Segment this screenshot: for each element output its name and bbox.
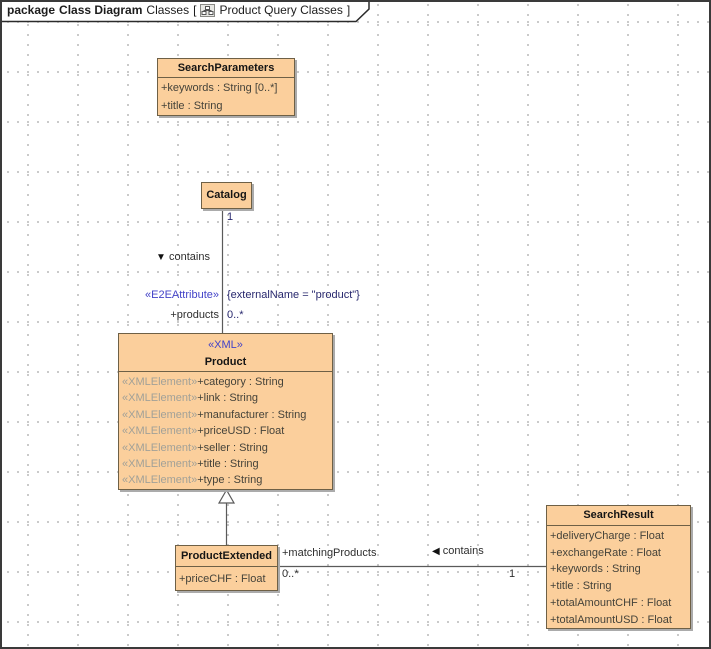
class-attribute: «XMLElement»+title : String [122,456,332,472]
class-attribute: +totalAmountCHF : Float [550,595,690,612]
attribute-compartment: +keywords : String [0..*]+title : String [158,77,294,115]
diagram-header[interactable]: package Class Diagram Classes [ Product … [7,3,350,17]
attribute-stereotype: «XMLElement» [122,425,197,437]
class-box-searchparameters[interactable]: SearchParameters +keywords : String [0..… [157,58,295,116]
package-keyword: package [7,3,55,17]
class-attribute: «XMLElement»+type : String [122,472,332,488]
class-attribute: +exchangeRate : Float [550,545,690,562]
class-name: Catalog [202,183,251,208]
association-name-contains[interactable]: ◀ contains [432,545,484,558]
reading-direction-left-icon: ◀ [432,546,440,557]
multiplicity-value: 1 [227,211,233,223]
class-diagram-icon [200,4,215,17]
attribute-text: +link : String [197,392,258,404]
class-attribute: +title : String [550,578,690,595]
association-constraint-label[interactable]: {externalName = "product"} [227,289,360,302]
attribute-compartment: +deliveryCharge : Float+exchangeRate : F… [547,525,690,628]
class-attribute: +deliveryCharge : Float [550,528,690,545]
multiplicity-value: 0..* [282,568,299,580]
attribute-stereotype: «XMLElement» [122,409,197,421]
class-attribute: «XMLElement»+priceUSD : Float [122,423,332,439]
generalization-arrowhead-icon [219,490,234,503]
role-products-label[interactable]: +products [125,309,219,322]
multiplicity-catalog-end[interactable]: 1 [227,211,233,224]
attribute-text: +title : String [197,458,258,470]
attribute-text: +seller : String [197,442,268,454]
class-attribute: +totalAmountUSD : Float [550,612,690,629]
association-name-text: contains [443,545,484,557]
bracket-close: ] [347,3,350,17]
attribute-text: +manufacturer : String [197,409,306,421]
class-name: ProductExtended [176,546,277,566]
role-matchingproducts-label[interactable]: +matchingProducts [282,547,376,560]
stereotype-text: «E2EAttribute» [145,289,219,301]
class-attribute: +title : String [161,98,294,116]
association-name-contains[interactable]: ▼ contains [156,251,210,264]
association-stereotype-label[interactable]: «E2EAttribute» [125,289,219,302]
attribute-stereotype: «XMLElement» [122,392,197,404]
diagram-name-label: Product Query Classes [219,3,342,17]
class-attribute: «XMLElement»+manufacturer : String [122,407,332,423]
multiplicity-value: 0..* [227,309,244,321]
class-name: SearchParameters [158,59,294,77]
class-box-searchresult[interactable]: SearchResult +deliveryCharge : Float+exc… [546,505,691,629]
class-name: Product [119,353,332,371]
attribute-text: +category : String [197,376,284,388]
class-box-productextended[interactable]: ProductExtended +priceCHF : Float [175,545,278,591]
role-text: +matchingProducts [282,547,376,559]
attribute-stereotype: «XMLElement» [122,442,197,454]
role-text: +products [170,309,219,321]
multiplicity-searchresult-end[interactable]: 1 [509,568,515,581]
attribute-text: +type : String [197,474,262,486]
class-attribute: «XMLElement»+link : String [122,390,332,406]
multiplicity-value: 1 [509,568,515,580]
class-stereotype: «XML» [119,334,332,353]
attribute-stereotype: «XMLElement» [122,474,197,486]
attribute-compartment: +priceCHF : Float [176,566,277,590]
attribute-stereotype: «XMLElement» [122,458,197,470]
class-attribute: +keywords : String [0..*] [161,80,294,98]
package-name-label: Classes [146,3,189,17]
attribute-compartment: «XMLElement»+category : String«XMLElemen… [119,371,332,489]
constraint-text: {externalName = "product"} [227,289,360,301]
association-name-text: contains [169,251,210,263]
diagram-kind-label: Class Diagram [59,3,142,17]
class-attribute: +keywords : String [550,561,690,578]
class-attribute: +priceCHF : Float [179,569,277,590]
attribute-stereotype: «XMLElement» [122,376,197,388]
class-attribute: «XMLElement»+category : String [122,374,332,390]
bracket-open: [ [193,3,196,17]
class-box-catalog[interactable]: Catalog [201,182,252,209]
attribute-text: +priceUSD : Float [197,425,284,437]
class-box-product[interactable]: «XML» Product «XMLElement»+category : St… [118,333,333,490]
class-name: SearchResult [547,506,690,525]
multiplicity-product-end[interactable]: 0..* [227,309,244,322]
class-attribute: «XMLElement»+seller : String [122,440,332,456]
reading-direction-down-icon: ▼ [156,252,166,263]
multiplicity-products-end[interactable]: 0..* [282,568,299,581]
